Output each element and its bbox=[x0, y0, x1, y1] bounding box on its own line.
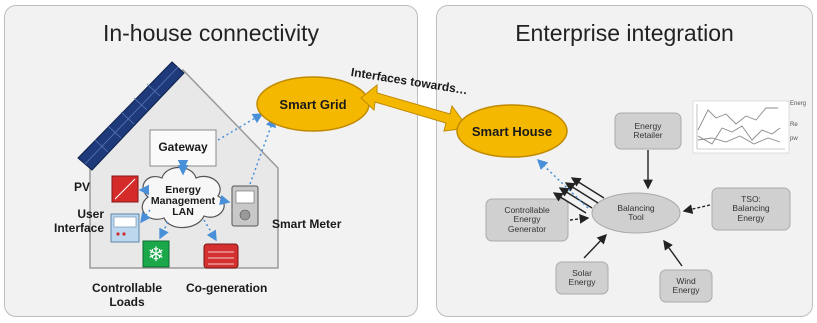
svg-text:❄: ❄ bbox=[148, 242, 165, 266]
enterprise-title: Enterprise integration bbox=[515, 20, 734, 46]
smart-meter-label: Smart Meter bbox=[272, 217, 342, 231]
energy-mini-chart bbox=[692, 100, 790, 154]
solar-energy-label: Solar Energy bbox=[568, 267, 596, 287]
wind-energy-box bbox=[659, 269, 713, 303]
chart-label-pw: pw bbox=[790, 136, 798, 142]
smart-house-ellipse bbox=[456, 104, 568, 158]
smart-house-dotted-link bbox=[536, 158, 589, 209]
smart-grid-label: Smart Grid bbox=[279, 96, 347, 112]
energy-retailer-label: Energy Retailer bbox=[633, 120, 663, 140]
controllable-loads-label: Controllable Loads bbox=[91, 281, 162, 309]
wind-energy-label: Wind Energy bbox=[672, 275, 700, 295]
chart-label-energy: Energ bbox=[790, 101, 807, 107]
solar-panel-grid bbox=[84, 66, 179, 165]
user-interface-label: User Interface bbox=[54, 207, 105, 235]
control-arrows bbox=[552, 177, 605, 214]
tso-label: TSO: Balancing Energy bbox=[732, 193, 770, 223]
energy-retailer-box bbox=[614, 112, 682, 150]
lan-dotted-arrows bbox=[138, 113, 276, 242]
tso-box bbox=[711, 187, 791, 231]
solar-energy-box bbox=[555, 261, 609, 295]
enterprise-panel: Enterprise integration bbox=[436, 5, 813, 317]
pv-label: PV bbox=[74, 180, 91, 194]
lan-cloud bbox=[141, 166, 225, 229]
in-house-title: In-house connectivity bbox=[102, 20, 320, 46]
balancing-connectors bbox=[569, 150, 711, 267]
cogeneration-unit bbox=[203, 243, 239, 269]
cogeneration-label: Co-generation bbox=[186, 281, 268, 295]
chart-label-re: Re bbox=[790, 122, 798, 128]
lan-label: Energy Management LAN bbox=[150, 184, 216, 219]
balancing-tool-ellipse bbox=[591, 192, 681, 234]
controllable-generator-label: Controllable Energy Generator bbox=[504, 204, 550, 234]
smart-house-label: Smart House bbox=[471, 123, 553, 139]
gateway-label: Gateway bbox=[158, 140, 208, 154]
controllable-load-appliance bbox=[142, 240, 170, 268]
balancing-tool-label: Balancing Tool bbox=[617, 202, 655, 222]
controllable-generator-box bbox=[485, 198, 569, 242]
